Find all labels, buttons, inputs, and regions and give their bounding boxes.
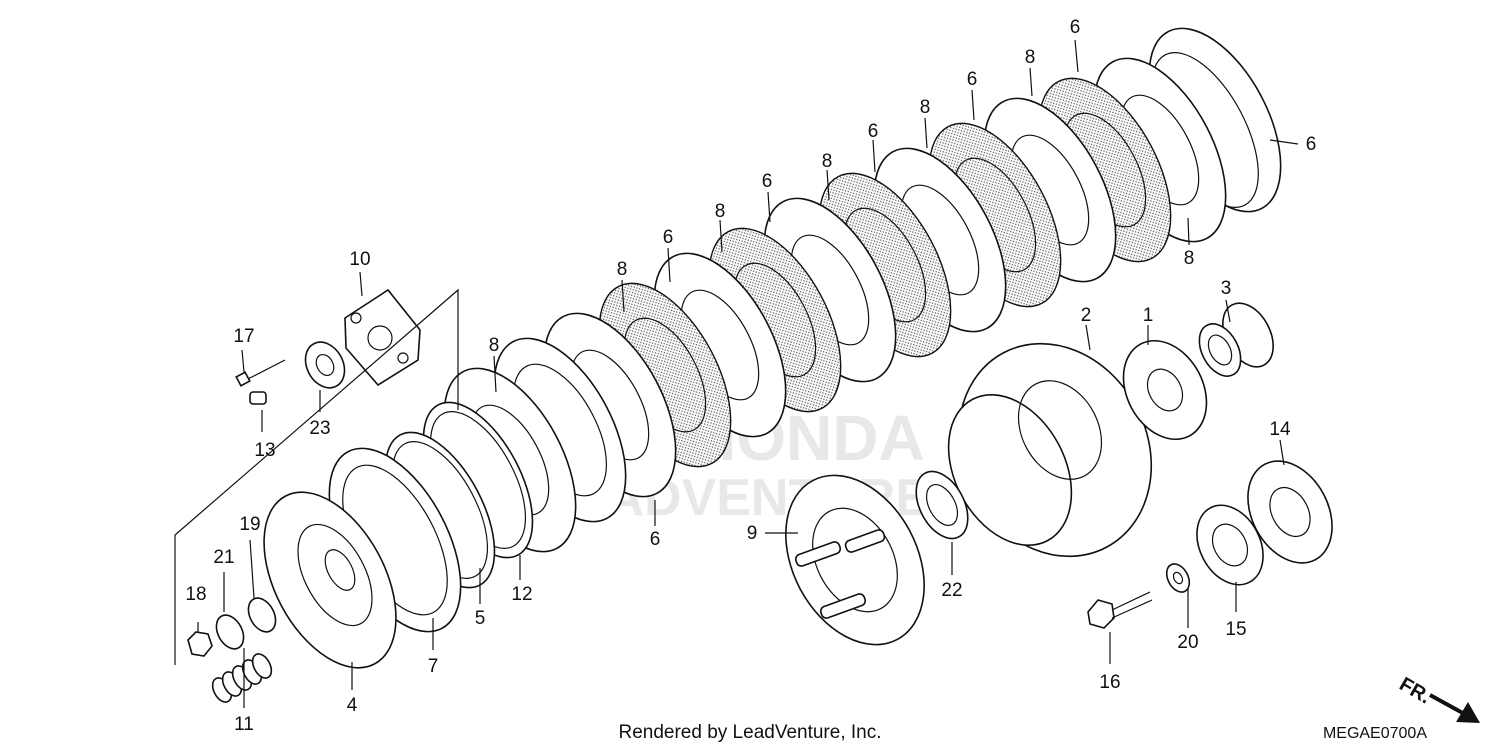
callout-22: 22: [941, 580, 962, 601]
lifter-parts: [187, 597, 277, 703]
pin-13-shape: [249, 391, 267, 405]
gear-1: [1122, 339, 1208, 441]
callout-6: 6: [868, 121, 879, 142]
spring-11-shape: [211, 653, 273, 703]
callout-11: 11: [234, 714, 254, 735]
callout-16: 16: [1099, 672, 1120, 693]
callout-6: 6: [1306, 134, 1317, 155]
callouts: 6 8 6 8 6 8 6 8 6 8 8 6 8 6 1 3 2 14 9 2…: [185, 17, 1316, 735]
callout-8: 8: [822, 151, 833, 172]
gear-14: [1247, 460, 1333, 564]
callout-8: 8: [617, 259, 628, 280]
lifter-plate-10-shape: [344, 288, 421, 387]
thrust-washer-22: [915, 470, 969, 540]
lifter-plate-group: [235, 288, 421, 405]
callout-10: 10: [349, 249, 370, 270]
callout-17: 17: [233, 326, 254, 347]
callout-20: 20: [1177, 632, 1198, 653]
sleeve-3: [1198, 302, 1274, 377]
callout-8: 8: [489, 335, 500, 356]
assembly-bracket-top: [174, 288, 459, 536]
clutch-center-9: [785, 474, 925, 646]
pressure-plate-4: [263, 491, 397, 669]
plate-stack: [328, 27, 1282, 633]
callout-21: 21: [213, 547, 234, 568]
callout-18: 18: [185, 584, 206, 605]
callout-4: 4: [347, 695, 358, 716]
arrow-head-icon: [1456, 702, 1480, 723]
bearing-23-shape: [304, 341, 346, 389]
callout-13: 13: [254, 440, 275, 461]
callout-14: 14: [1269, 419, 1291, 440]
credit-text: Rendered by LeadVenture, Inc.: [618, 722, 881, 743]
callout-5: 5: [475, 608, 486, 629]
washer-20: [1165, 563, 1191, 593]
nut-18-shape: [187, 631, 213, 657]
callout-8: 8: [715, 201, 726, 222]
callout-6: 6: [1070, 17, 1081, 38]
callout-7: 7: [428, 656, 439, 677]
callout-8: 8: [1184, 248, 1195, 269]
plain-plate-8-top: [1093, 57, 1227, 243]
callout-8: 8: [920, 97, 931, 118]
bolt-17-shape: [245, 359, 286, 381]
front-direction-arrow: FR.: [1396, 673, 1480, 723]
callout-6: 6: [762, 171, 773, 192]
bolt-16: [1087, 591, 1153, 629]
callout-9: 9: [747, 523, 758, 544]
callout-23: 23: [309, 418, 330, 439]
fr-label: FR.: [1396, 673, 1435, 708]
callout-8: 8: [1025, 47, 1036, 68]
callout-19: 19: [239, 514, 260, 535]
callout-12: 12: [511, 584, 532, 605]
gear-15: [1196, 504, 1264, 586]
callout-6: 6: [967, 69, 978, 90]
diagram-code: MEGAE0700A: [1323, 725, 1427, 742]
callout-3: 3: [1221, 278, 1232, 299]
clutch-outer-2: [947, 342, 1153, 558]
callout-6: 6: [663, 227, 674, 248]
callout-2: 2: [1081, 305, 1092, 326]
callout-15: 15: [1225, 619, 1246, 640]
leader-lines: [197, 39, 1299, 708]
callout-6: 6: [650, 529, 661, 550]
callout-1: 1: [1143, 305, 1154, 326]
